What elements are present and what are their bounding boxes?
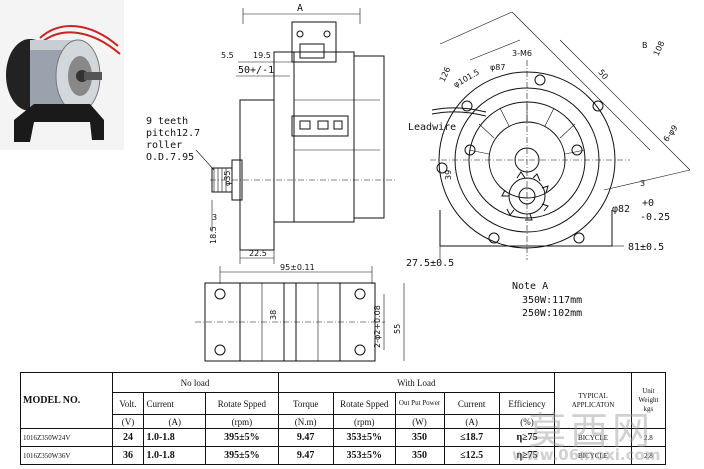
row-load-speed: 353±5% [332, 446, 396, 465]
dim-phi35: φ35 [223, 171, 232, 186]
col-volt: Volt. [111, 392, 145, 415]
dim-phi82-tol-lower: -0.25 [640, 212, 670, 223]
row-application: BICYCLE [554, 428, 632, 447]
unit-volt: (V) [111, 414, 145, 429]
row-weight: 2.8 [630, 428, 667, 447]
leadwire-label: Leadwire [408, 122, 456, 133]
dim-3-front: 3 [640, 179, 645, 188]
row-model: 1016Z350W24V [20, 428, 113, 447]
dim-19-5: 19.5 [253, 51, 271, 60]
motor-photo [0, 0, 124, 150]
row-efficiency: η≥75 [498, 428, 556, 447]
col-current: Current [143, 392, 207, 415]
dim-18-5: 18.5 [209, 226, 218, 244]
note-a-line-1: 350W:117mm [522, 295, 582, 306]
row-weight: 2.8 [630, 446, 667, 465]
bottom-view: 95±0.11 38 2-φ2+0.08 55 [195, 263, 405, 362]
row-application: BICYCLE [554, 446, 632, 465]
dim-phi82-tol-upper: +0 [642, 198, 654, 209]
dim-126: 126 [438, 66, 453, 84]
typical-application-header: TYPICAL APPLICATON [554, 372, 632, 429]
unit-efficiency: (%) [498, 414, 556, 429]
unit-weight-header: Unit Weight kgs [630, 372, 667, 429]
row-model: 1016Z350W36V [20, 446, 113, 465]
dim-38: 38 [269, 310, 278, 320]
row-efficiency: η≥75 [498, 446, 556, 465]
unit-load-current: (A) [443, 414, 500, 429]
table-row: 1016Z350W36V 36 1.0-1.8 395±5% 9.47 353±… [20, 446, 667, 465]
dim-22-5: 22.5 [249, 249, 267, 258]
gear-sprocket [501, 171, 549, 221]
note-a: Note A 350W:117mm 250W:102mm [512, 281, 582, 319]
row-power: 350 [394, 428, 445, 447]
unit-torque: (N.m) [277, 414, 334, 429]
unit-current: (A) [143, 414, 207, 429]
dim-2-phi: 2-φ2+0.08 [373, 305, 382, 348]
unit-load-rotate-speed: (rpm) [332, 414, 396, 429]
note-a-title: Note A [512, 281, 548, 292]
note-a-line-2: 250W:102mm [522, 308, 582, 319]
dim-50: 50 [596, 68, 609, 82]
dim-a-label: A [297, 3, 303, 14]
col-efficiency: Efficiency [498, 392, 556, 415]
row-power: 350 [394, 446, 445, 465]
col-output-power: Out Put Power [394, 392, 445, 415]
mounting-holes [436, 74, 604, 244]
dim-39: 39 [444, 170, 453, 180]
row-load-current: ≤12.5 [443, 446, 500, 465]
sprocket-note: 9 teeth pitch12.7 roller O.D.7.95 [146, 116, 206, 163]
col-load-rotate-speed: Rotate Spped [332, 392, 396, 415]
col-rotate-speed: Rotate Spped [205, 392, 279, 415]
dim-3: 3 [212, 213, 217, 222]
dim-phi82: φ82 [612, 204, 630, 215]
row-current: 1.0-1.8 [143, 446, 207, 465]
model-header: MODEL NO. [20, 372, 113, 429]
dim-50: 50+/-1 [238, 65, 274, 76]
side-view: A 5.5 19.5 50+/-1 9 teeth [146, 3, 395, 264]
row-speed: 395±5% [205, 446, 279, 465]
unit-output-power: (W) [394, 414, 445, 429]
motor-technical-drawing: A 5.5 19.5 50+/-1 9 teeth [0, 0, 691, 362]
spec-table: MODEL NO. No load With Load TYPICAL APPL… [20, 372, 667, 465]
row-torque: 9.47 [277, 446, 334, 465]
dim-phi101-5: φ101.5 [452, 68, 481, 90]
dim-95: 95±0.11 [280, 263, 315, 272]
row-load-speed: 353±5% [332, 428, 396, 447]
with-load-header: With Load [277, 372, 556, 393]
dim-6-phi9: 6-φ9 [662, 123, 680, 143]
dim-81: 81±0.5 [628, 242, 664, 253]
dim-27-5: 27.5±0.5 [406, 258, 454, 269]
dim-3-m6: 3-M6 [512, 49, 532, 58]
col-torque: Torque [277, 392, 334, 415]
front-view: Leadwire 126 φ87 φ101.5 3-M6 B 108 50 39… [406, 11, 691, 269]
row-volt: 24 [111, 428, 145, 447]
row-speed: 395±5% [205, 428, 279, 447]
dim-5-5: 5.5 [221, 51, 234, 60]
dim-55: 55 [393, 324, 402, 334]
row-current: 1.0-1.8 [143, 428, 207, 447]
col-load-current: Current [443, 392, 500, 415]
row-torque: 9.47 [277, 428, 334, 447]
dim-108: 108 [652, 40, 667, 58]
row-volt: 36 [111, 446, 145, 465]
table-row: 1016Z350W24V 24 1.0-1.8 395±5% 9.47 353±… [20, 428, 667, 447]
no-load-header: No load [111, 372, 279, 393]
row-load-current: ≤18.7 [443, 428, 500, 447]
dim-b: B [642, 41, 648, 50]
dim-phi87: φ87 [490, 63, 505, 72]
unit-rotate-speed: (rpm) [205, 414, 279, 429]
